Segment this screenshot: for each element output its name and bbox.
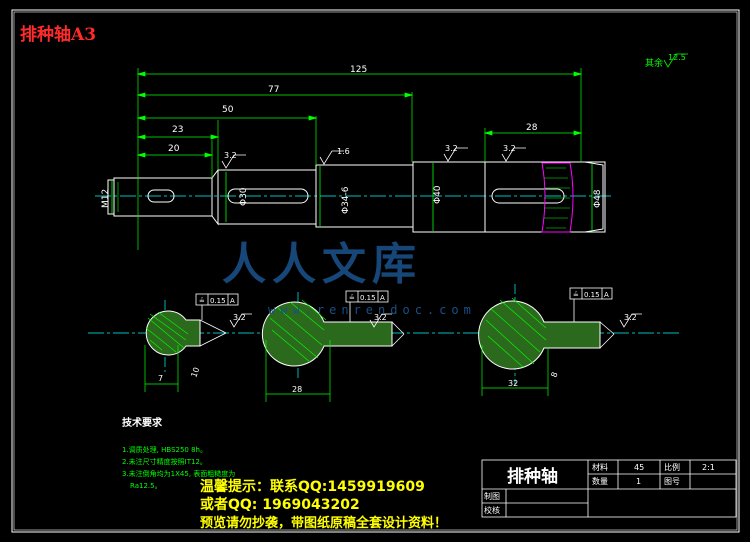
section-roughness <box>229 313 642 328</box>
tech-line-4: Ra12.5。 <box>130 482 162 490</box>
section-dimension-texts: 7 28 32 10 8 <box>158 366 560 394</box>
scale-label: 比例 <box>664 462 680 472</box>
checked-label: 校核 <box>484 505 500 515</box>
phi48-bore <box>541 162 574 233</box>
dim-77: 77 <box>268 85 279 95</box>
drawn-label: 制图 <box>484 491 500 501</box>
keyways <box>147 188 565 204</box>
section-1 <box>145 310 227 356</box>
dim-23: 23 <box>172 125 183 135</box>
dim-125: 125 <box>350 65 367 75</box>
dim-phi30: Φ30 <box>239 187 249 206</box>
notice-line-3: 预览请勿抄袭，带图纸原稿全套设计资料！ <box>200 516 448 531</box>
tech-heading: 技术要求 <box>122 416 163 429</box>
roughness-symbols <box>221 53 688 169</box>
qty-label: 数量 <box>592 476 608 486</box>
watermark-logo: 人人文库 <box>222 239 422 290</box>
dim-phi40: Φ40 <box>433 185 443 204</box>
tol3-symbol: ≟ <box>573 291 579 299</box>
drawing-frame <box>11 9 740 533</box>
sec1-width: 7 <box>158 374 163 383</box>
roughness-1: 3.2 <box>224 151 237 160</box>
sec3-roughness: 3.2 <box>624 313 637 322</box>
dim-phi34: Φ34-6 <box>341 186 351 214</box>
roughness-2: 1.6 <box>337 147 350 156</box>
sec2-roughness: 3.2 <box>374 313 387 322</box>
tol1-value: 0.15 <box>210 297 226 305</box>
sec3-depth: 8 <box>549 371 559 379</box>
roughness-3: 3.2 <box>445 144 458 153</box>
tol2-datum: A <box>380 294 385 302</box>
sec2-width: 28 <box>292 385 302 394</box>
dimension-texts: 125 77 50 23 20 28 M12 Φ30 Φ34-6 Φ40 Φ48 <box>101 65 603 214</box>
sec3-width: 32 <box>508 379 518 388</box>
technical-requirements: 技术要求 1.调质处理, HBS250 8h。 2.未注尺寸精度按照IT12。 … <box>122 416 235 490</box>
title-block <box>481 459 737 518</box>
shaft-outline <box>107 161 606 233</box>
tol1-datum: A <box>230 297 235 305</box>
tol3-datum: A <box>604 291 609 299</box>
drawing-title: 排种轴A3 <box>20 25 97 45</box>
roughness-values: 3.2 1.6 3.2 3.2 12.5 其余 <box>224 53 686 160</box>
dim-28: 28 <box>526 123 538 133</box>
tech-line-1: 1.调质处理, HBS250 8h。 <box>122 445 207 454</box>
corner-roughness-value: 12.5 <box>668 53 686 62</box>
tolerance-texts: ≟ 0.15 A ≟ 0.15 A ≟ 0.15 A <box>199 291 609 305</box>
scale-value: 2:1 <box>702 463 715 472</box>
extension-lines <box>137 68 582 250</box>
notice-line-2: 或者QQ: 1969043202 <box>200 497 360 513</box>
section-roughness-values: 3.2 3.2 3.2 <box>233 313 637 322</box>
section-2 <box>261 299 405 367</box>
dim-m12: M12 <box>101 189 111 208</box>
dim-20: 20 <box>168 144 180 154</box>
material-label: 材料 <box>592 462 608 472</box>
watermark-url: www.renrendoc.com <box>268 303 476 317</box>
tech-line-2: 2.未注尺寸精度按照IT12。 <box>122 457 207 466</box>
material-value: 45 <box>634 463 644 472</box>
qty-value: 1 <box>636 477 641 486</box>
dim-50: 50 <box>222 105 234 115</box>
tol2-value: 0.15 <box>360 294 376 302</box>
roughness-4: 3.2 <box>503 144 516 153</box>
section-dimensions <box>144 340 549 402</box>
part-name: 排种轴 <box>507 466 558 487</box>
section-3 <box>478 297 615 370</box>
corner-roughness-label: 其余 <box>645 57 663 69</box>
tech-line-3: 3.未注倒角均为1X45, 表面粗糙度为 <box>122 469 235 478</box>
tol3-value: 0.15 <box>584 291 600 299</box>
title-block-texts: 排种轴 材料 45 比例 2:1 数量 1 图号 制图 校核 <box>484 462 715 515</box>
sec1-depth: 10 <box>189 366 201 379</box>
notice-line-1: 温馨提示：联系QQ:1459919609 <box>200 479 425 495</box>
drawing-no-label: 图号 <box>664 477 680 486</box>
tolerance-frames <box>195 287 613 322</box>
inner-border <box>13 11 738 531</box>
tol1-symbol: ≟ <box>199 297 205 305</box>
tol2-symbol: ≟ <box>349 294 355 302</box>
dim-phi48: Φ48 <box>593 189 603 208</box>
dimension-lines <box>111 71 593 231</box>
sec1-roughness: 3.2 <box>233 313 246 322</box>
